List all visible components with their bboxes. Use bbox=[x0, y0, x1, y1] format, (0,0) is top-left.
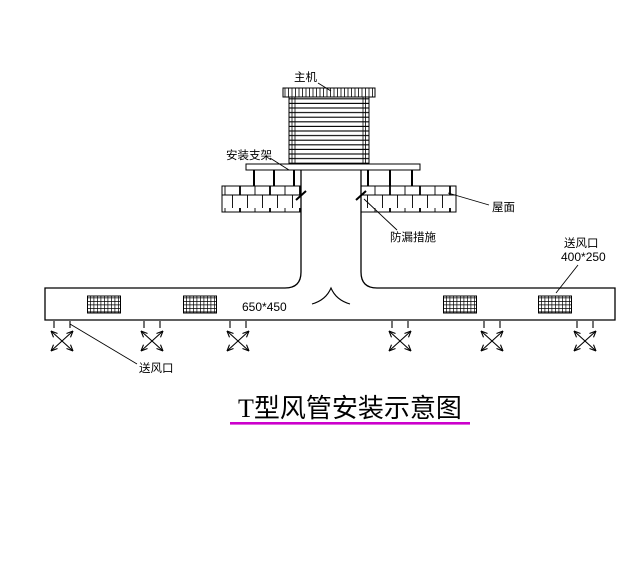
leader-main-unit bbox=[317, 82, 332, 92]
bracket-legs bbox=[253, 170, 413, 186]
main-unit-right-edge bbox=[362, 96, 370, 165]
diagram-title: T型风管安装示意图 bbox=[238, 394, 462, 423]
supply-grille-3 bbox=[443, 295, 477, 314]
main-unit bbox=[282, 87, 376, 165]
leader-supply-outlet-bottom bbox=[69, 323, 138, 365]
leader-supply-outlet-top bbox=[555, 264, 579, 294]
bracket-bar bbox=[245, 163, 421, 171]
title-underline bbox=[230, 422, 470, 425]
main-unit-louver-body bbox=[288, 96, 370, 165]
mounting-bracket bbox=[245, 163, 421, 186]
leader-roof bbox=[447, 192, 490, 206]
label-supply-outlet-bottom: 送风口 bbox=[139, 361, 174, 375]
label-duct-size: 650*450 bbox=[242, 300, 287, 314]
leader-mounting-bracket bbox=[269, 157, 290, 171]
roof-right bbox=[360, 185, 457, 213]
label-roof: 屋面 bbox=[492, 201, 515, 214]
label-leak-proof: 防漏措施 bbox=[390, 230, 436, 244]
t-duct-outline bbox=[44, 170, 616, 321]
leader-lines bbox=[69, 82, 579, 365]
label-supply-outlet-top: 送风口 bbox=[564, 236, 599, 250]
supply-grille-4 bbox=[538, 295, 572, 314]
label-supply-outlet-size: 400*250 bbox=[561, 250, 606, 264]
flow-splitter bbox=[311, 286, 351, 305]
supply-grille-2 bbox=[183, 295, 217, 314]
label-main-unit: 主机 bbox=[294, 70, 317, 84]
roof-left bbox=[221, 185, 302, 213]
label-mounting-bracket: 安装支架 bbox=[226, 148, 272, 162]
supply-grille-1 bbox=[87, 295, 121, 314]
leader-leak-proof bbox=[363, 198, 398, 231]
main-unit-left-edge bbox=[288, 96, 296, 165]
